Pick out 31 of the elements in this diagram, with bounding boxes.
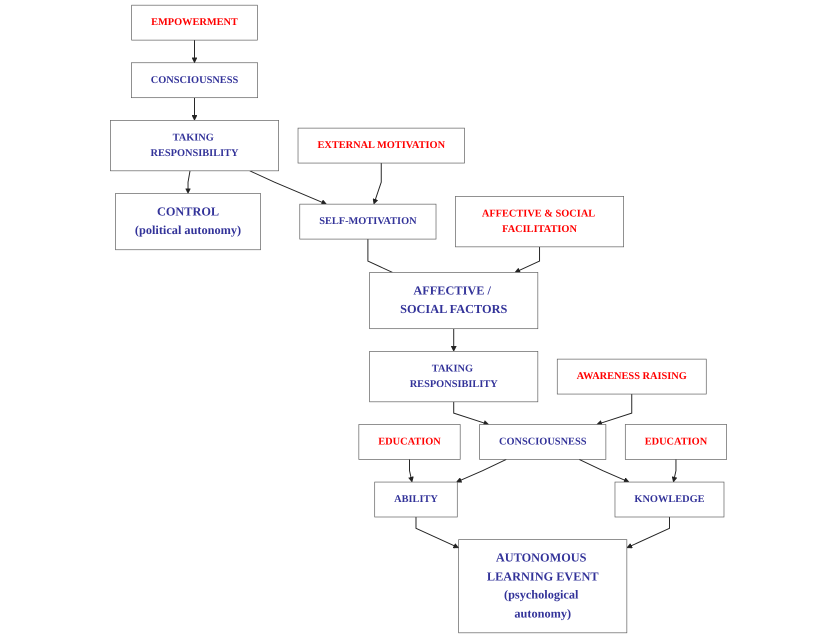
arrow: [192, 97, 198, 121]
node-box: EDUCATION: [624, 424, 727, 460]
node-box: CONSCIOUSNESS: [479, 424, 606, 460]
arrow: [578, 458, 630, 483]
node-box: SELF-MOTIVATION: [299, 204, 436, 240]
arrow: [514, 246, 540, 273]
arrow: [453, 401, 489, 426]
arrow: [372, 162, 382, 204]
arrow: [192, 40, 198, 64]
arrow: [596, 394, 632, 426]
arrow: [450, 328, 457, 352]
node-box: EMPOWERMENT: [131, 4, 258, 40]
node-box: KNOWLEDGE: [614, 482, 724, 518]
node-box: AUTONOMOUS LEARNING EVENT (psychological autonomy): [458, 539, 628, 634]
node-box: ABILITY: [374, 482, 458, 518]
node-box: AFFECTIVE & SOCIAL FACILITATION: [455, 196, 624, 248]
node-box: AFFECTIVE / SOCIAL FACTORS: [369, 272, 538, 330]
arrow: [626, 516, 670, 548]
arrow: [456, 458, 507, 483]
arrow: [249, 170, 327, 205]
arrow: [416, 516, 459, 548]
node-box: TAKING RESPONSIBILITY: [369, 351, 538, 402]
arrow: [185, 170, 191, 194]
arrow: [408, 458, 414, 482]
arrow: [672, 458, 678, 482]
node-box: TAKING RESPONSIBILITY: [110, 120, 279, 172]
node-box: EDUCATION: [358, 424, 460, 460]
node-box: CONTROL (political autonomy): [115, 193, 261, 250]
node-box: EXTERNAL MOTIVATION: [298, 128, 465, 164]
node-box: CONSCIOUSNESS: [131, 62, 258, 98]
node-box: AWARENESS RAISING: [556, 358, 707, 394]
